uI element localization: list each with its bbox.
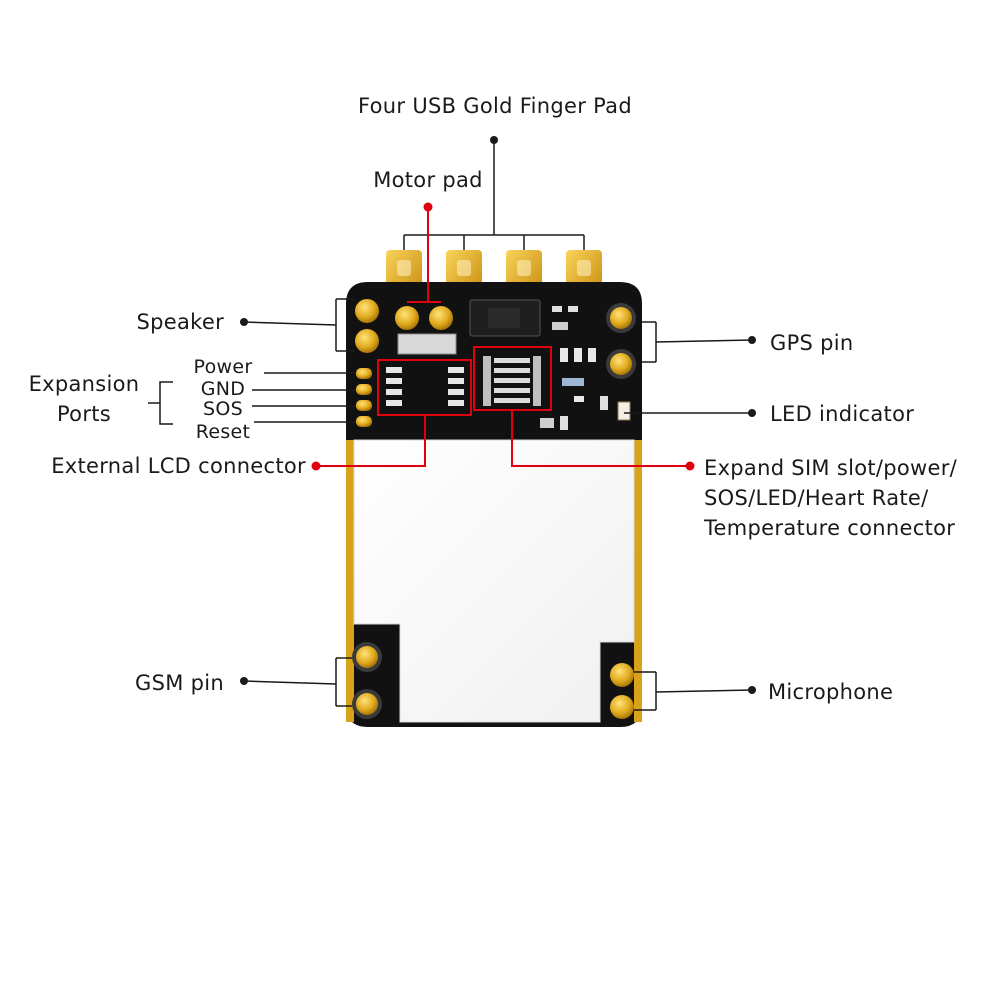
label-port-reset: Reset bbox=[195, 421, 251, 443]
gps-antenna-pads bbox=[606, 303, 636, 379]
label-expansion-ports: Expansion Ports bbox=[18, 371, 150, 427]
label-usb-gold-finger-pad: Four USB Gold Finger Pad bbox=[358, 94, 632, 118]
label-expand-connector: Expand SIM slot/power/ SOS/LED/Heart Rat… bbox=[704, 453, 994, 543]
gsm-antenna-pads bbox=[352, 642, 382, 719]
rf-shield bbox=[353, 439, 635, 723]
expansion-port-pads bbox=[356, 368, 372, 427]
label-external-lcd-connector: External LCD connector bbox=[51, 454, 306, 478]
onboard-components bbox=[386, 299, 631, 430]
label-port-sos: SOS bbox=[203, 398, 243, 420]
microphone-pads bbox=[610, 663, 634, 719]
motor-pads bbox=[395, 306, 453, 330]
label-gps-pin: GPS pin bbox=[770, 331, 854, 355]
label-gsm-pin: GSM pin bbox=[135, 671, 224, 695]
label-expand-line2: SOS/LED/Heart Rate/ bbox=[704, 486, 929, 510]
gold-edge-right bbox=[634, 440, 642, 722]
leader-lines-red bbox=[316, 207, 690, 467]
label-port-gnd: GND bbox=[200, 378, 246, 400]
speaker-pads bbox=[355, 299, 379, 353]
label-expansion-line1: Expansion bbox=[28, 372, 140, 396]
label-port-power: Power bbox=[193, 356, 253, 378]
leader-dots-red bbox=[311, 202, 695, 471]
label-led-indicator: LED indicator bbox=[770, 402, 915, 426]
label-motor-pad: Motor pad bbox=[373, 168, 483, 192]
leader-dots-black bbox=[240, 136, 756, 694]
gold-edge-left bbox=[346, 440, 354, 722]
label-speaker: Speaker bbox=[136, 310, 224, 334]
label-expand-line1: Expand SIM slot/power/ bbox=[704, 456, 958, 480]
leader-lines-black bbox=[148, 140, 753, 711]
label-expand-line3: Temperature connector bbox=[704, 516, 956, 540]
label-expansion-line2: Ports bbox=[56, 402, 112, 426]
label-microphone: Microphone bbox=[768, 680, 894, 704]
